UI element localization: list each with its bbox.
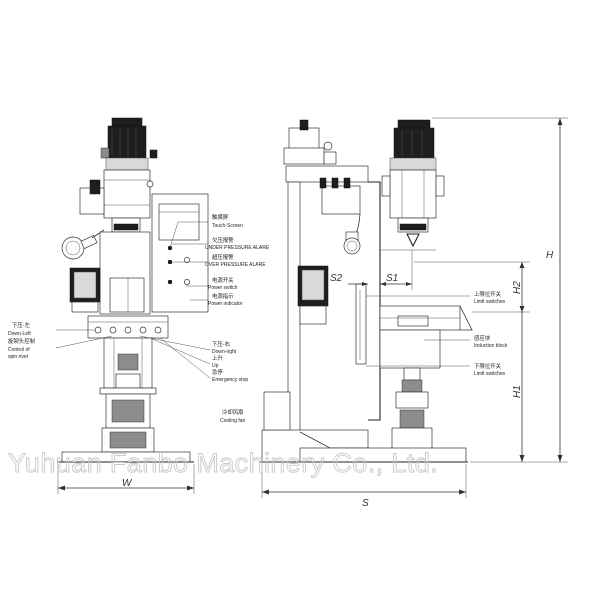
label-up-en: Up [212,363,219,369]
label-over-pressure-cn: 超压报警 [212,253,234,261]
front-view [55,117,292,494]
side-view [260,117,568,498]
side-callout-lines [366,295,470,367]
label-spin-control-cn: 旋铆头控制 [8,337,35,345]
dimension-s1 [380,250,413,290]
dimension-h2 [414,261,530,313]
front-column [69,231,151,315]
front-labels: 触摸屏 Touch-Screen 欠压报警 UNDER PRESSURE ALA… [8,213,270,424]
label-touch-screen-cn: 触摸屏 [212,213,229,221]
label-cooling-fan-en: Cooling fan [220,418,246,424]
front-base [58,393,194,463]
button-panel [87,315,169,339]
label-down-right-en: Down-right [212,349,237,355]
side-frame [285,165,381,433]
label-up-cn: 上升 [212,354,223,362]
dim-label-s: S [362,498,369,509]
dimension-w [57,464,195,494]
label-down-left-cn: 下压-左 [12,321,31,329]
label-spin-control-en-2: spin rivet [8,354,29,360]
side-base [260,391,468,463]
front-callout-lines [55,221,292,419]
label-induction-en: Induction block [474,343,508,349]
dim-label-w: W [122,478,133,489]
label-down-left-en: Down-Left [8,331,31,337]
label-power-switch-cn: 电源开关 [212,276,234,284]
label-under-pressure-cn: 欠压报警 [212,236,234,244]
control-box [151,193,209,313]
label-lower-limit-en: Limit switches [474,371,506,377]
dimension-h1 [519,312,525,462]
label-upper-limit-en: Limit switches [474,299,506,305]
label-touch-screen-en: Touch-Screen [212,223,243,229]
label-emergency-cn: 急停 [212,368,223,376]
valve-assembly [283,119,337,165]
label-under-pressure-en: UNDER PRESSURE ALARE [205,245,270,251]
label-cooling-fan-cn: 冷却风扇 [222,408,244,416]
label-lower-limit-cn: 下限位开关 [474,362,502,370]
front-motor [100,117,158,171]
side-motor [297,265,329,325]
side-lamp [343,231,361,255]
dim-label-s2: S2 [330,273,343,284]
label-over-pressure-en: OVER PRESSURE ALARE [205,262,266,268]
side-table [355,283,473,453]
label-power-switch-en: Power switch [208,285,238,291]
side-labels: 上限位开关 Limit switches 感应块 Induction block… [474,290,508,377]
dimension-s2 [348,282,368,286]
dimension-h [432,117,568,463]
label-down-right-cn: 下压-右 [212,340,231,348]
dim-label-h1: H1 [512,385,523,398]
label-emergency-en: Emergency stop [212,377,248,383]
front-lamp [61,229,105,260]
dimension-s [261,464,467,498]
dim-label-h2: H2 [512,281,523,294]
dim-label-s1: S1 [386,273,398,284]
label-upper-limit-cn: 上限位开关 [474,290,502,298]
label-power-indicator-cn: 电源指示 [212,292,234,300]
watermark: Yuhuan Fanbo Machinery Co., Ltd. [8,448,438,478]
dim-label-h: H [546,250,554,261]
side-head [380,119,445,251]
dimension-labels: W S S1 S2 H H2 H1 [122,250,554,509]
front-lower-column [99,337,157,395]
label-induction-cn: 感应块 [474,334,491,342]
label-spin-control-en-1: Control of [8,347,30,353]
label-power-indicator-en: Power indicator [208,301,243,307]
